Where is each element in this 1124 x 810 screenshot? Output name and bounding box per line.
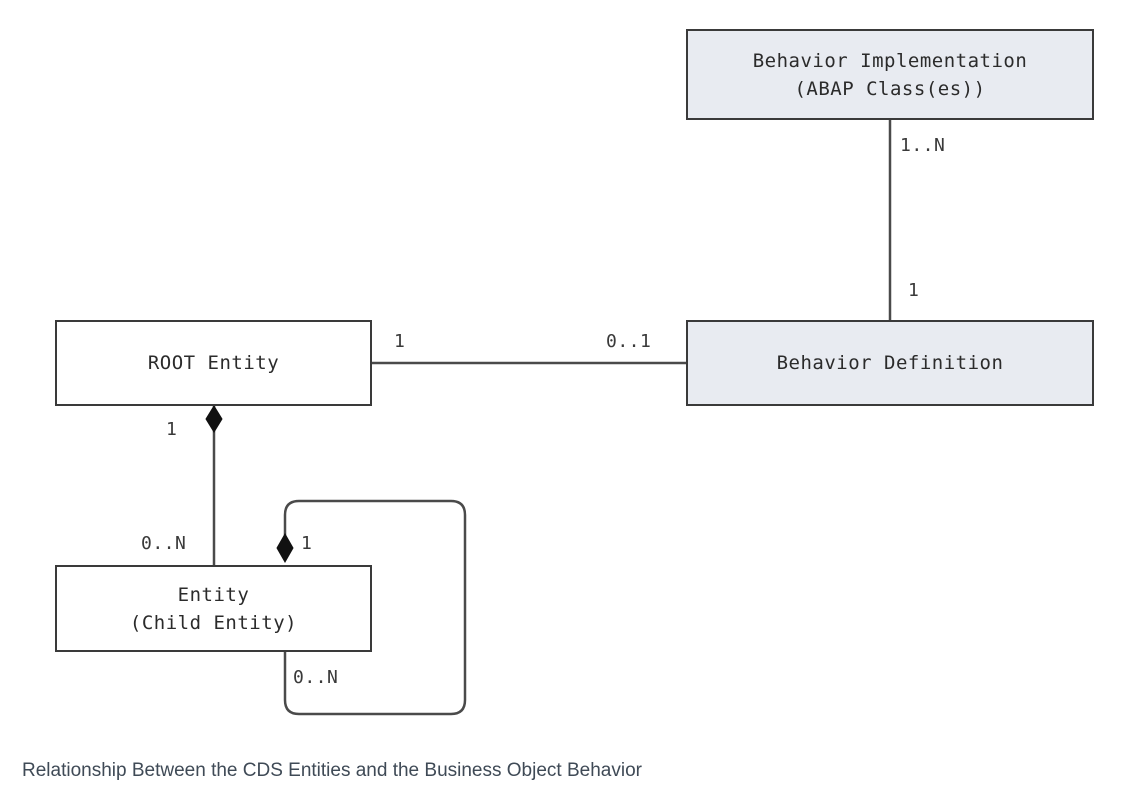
node-behavior-implementation[interactable]: Behavior Implementation (ABAP Class(es)) [686, 29, 1094, 120]
node-root-entity[interactable]: ROOT Entity [55, 320, 372, 406]
multiplicity-child-self-source: 1 [301, 533, 313, 554]
multiplicity-impl-to-def-source: 1..N [900, 135, 946, 156]
node-behavior-definition-line1: Behavior Definition [776, 352, 1004, 374]
multiplicity-root-to-child-target: 0..N [141, 533, 187, 554]
multiplicity-child-self-target: 0..N [293, 667, 339, 688]
node-root-entity-line1: ROOT Entity [147, 352, 280, 374]
multiplicity-root-to-def-target: 0..1 [606, 331, 652, 352]
node-behavior-implementation-line2: (ABAP Class(es)) [794, 77, 986, 100]
node-child-entity[interactable]: Entity (Child Entity) [55, 565, 372, 652]
multiplicity-root-to-child-source: 1 [166, 419, 178, 440]
node-behavior-implementation-line1: Behavior Implementation [752, 49, 1028, 72]
node-child-entity-line2: (Child Entity) [129, 611, 298, 634]
multiplicity-impl-to-def-target: 1 [908, 280, 920, 301]
diagram-caption: Relationship Between the CDS Entities an… [22, 760, 642, 781]
composition-diamond-self [276, 532, 294, 564]
connector-child-self-loop [283, 499, 467, 716]
node-behavior-definition[interactable]: Behavior Definition [686, 320, 1094, 406]
node-child-entity-line1: Entity [177, 583, 250, 606]
multiplicity-root-to-def-source: 1 [394, 331, 406, 352]
composition-diamond-root [205, 405, 223, 433]
